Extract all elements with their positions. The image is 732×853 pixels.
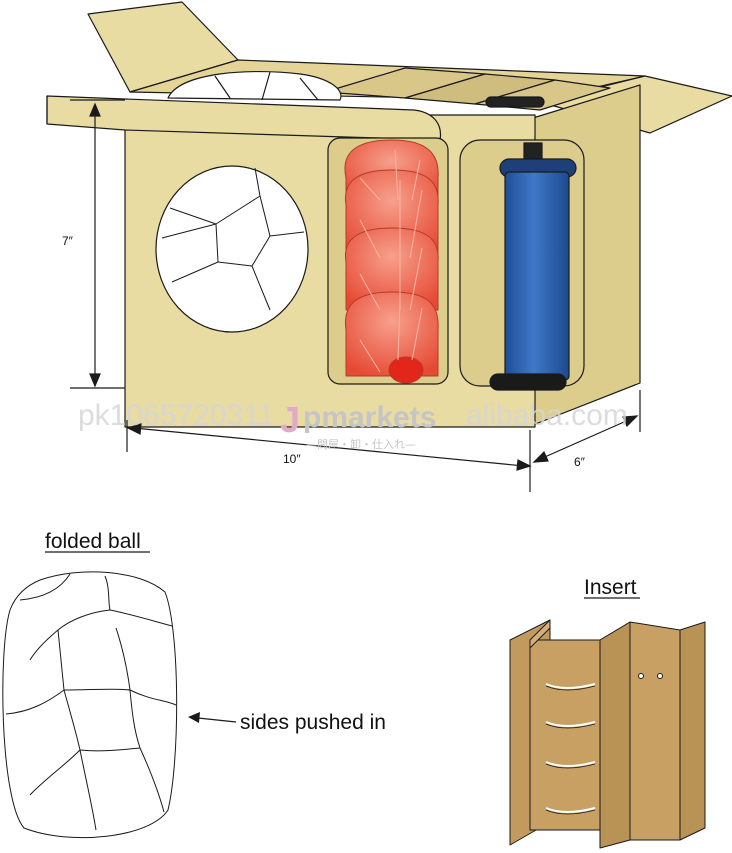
depth-label: 6″ <box>574 455 586 469</box>
sides-pushed-in-label: sides pushed in <box>240 711 386 734</box>
soccer-ball-icon <box>161 167 305 311</box>
ball-window <box>155 165 309 333</box>
arrow-icon <box>188 712 237 723</box>
insert-label: Insert <box>584 576 637 599</box>
watermark-brand-j: J <box>280 399 300 440</box>
pump-handle-top <box>485 96 545 108</box>
folded-ball-label: folded ball <box>45 530 141 553</box>
watermark-subtitle: —問屋・卸・仕入れ— <box>306 437 416 451</box>
hand-pump-icon <box>489 142 577 391</box>
box-front-lid <box>46 95 442 141</box>
folded-ball <box>2 571 178 839</box>
watermark-brand: pmarkets <box>303 401 436 434</box>
dimension-depth <box>532 390 641 463</box>
cone-stack-icon <box>344 139 439 384</box>
box <box>46 1 732 428</box>
insert-divider <box>509 619 706 849</box>
watermark-id: pk1065720311 <box>78 399 274 432</box>
dimension-width <box>126 420 532 492</box>
height-label: 7″ <box>62 234 74 248</box>
width-label: 10″ <box>283 452 301 466</box>
watermark-site: alibaba.com <box>466 399 628 432</box>
ball-top-peek <box>167 70 342 101</box>
watermark: pk1065720311 J pmarkets —問屋・卸・仕入れ— aliba… <box>78 399 628 451</box>
dimension-height <box>70 99 125 389</box>
